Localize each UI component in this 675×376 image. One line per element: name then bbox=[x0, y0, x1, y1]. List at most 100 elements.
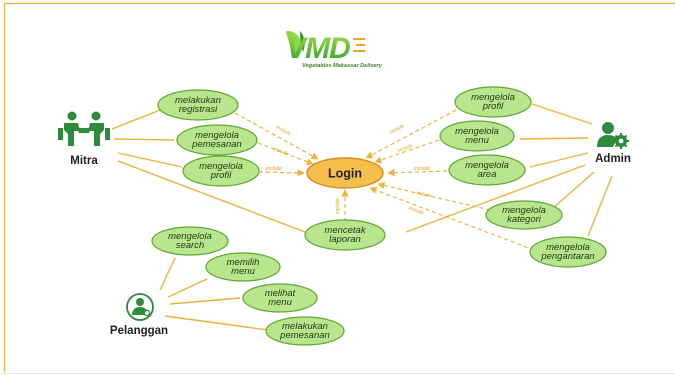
actor-mitra: Mitra bbox=[58, 111, 110, 167]
include-line bbox=[257, 142, 314, 166]
include-line bbox=[369, 186, 535, 251]
usecase-label: pemesanan bbox=[279, 330, 330, 341]
include-label: include bbox=[414, 166, 430, 172]
usecase-mengelola-profil-mitra: mengelola profil bbox=[182, 155, 260, 187]
customer-icon bbox=[126, 293, 154, 321]
usecase-label: mengelola bbox=[195, 130, 239, 141]
usecase-ellipse bbox=[242, 283, 318, 313]
actor-label: Mitra bbox=[70, 155, 98, 167]
usecase-ellipse bbox=[448, 154, 526, 186]
association-line bbox=[405, 164, 586, 233]
usecase-label: pemesanan bbox=[191, 139, 242, 150]
usecase-mengelola-kategori: mengelola kategori bbox=[485, 200, 563, 230]
association-line bbox=[167, 278, 208, 298]
include-line bbox=[234, 112, 319, 160]
usecase-label: kategori bbox=[507, 214, 542, 225]
usecase-label: menu bbox=[268, 297, 292, 308]
logo-wordmark: VMD bbox=[286, 32, 350, 65]
association-line bbox=[113, 138, 175, 141]
usecase-mengelola-area: mengelola area bbox=[448, 154, 526, 186]
usecase-mengelola-pemesanan: mengelola pemesanan bbox=[176, 124, 258, 156]
association-line bbox=[529, 152, 589, 168]
usecase-label: profil bbox=[482, 101, 504, 112]
association-line bbox=[111, 109, 161, 130]
actor-admin: Admin bbox=[595, 122, 631, 165]
usecase-ellipse bbox=[529, 236, 607, 268]
include-label: include bbox=[407, 205, 424, 216]
usecase-label: laporan bbox=[329, 234, 361, 245]
usecase-label: mengelola bbox=[546, 242, 590, 253]
include-lines bbox=[234, 109, 535, 251]
association-line bbox=[159, 257, 176, 291]
logo-leaf-shape bbox=[300, 31, 305, 52]
usecase-mengelola-pengantaran: mengelola pengantaran bbox=[529, 236, 607, 268]
usecase-melihat-menu: melihat menu bbox=[242, 283, 318, 313]
usecase-label: mengelola bbox=[168, 231, 212, 242]
association-line bbox=[169, 297, 241, 305]
usecase-ellipse bbox=[205, 252, 281, 282]
usecase-melakukan-pemesanan: melakukan pemesanan bbox=[265, 316, 345, 346]
actor-pelanggan: Pelanggan bbox=[110, 293, 168, 337]
association-lines bbox=[111, 103, 613, 331]
include-label: include bbox=[275, 125, 292, 138]
usecase-label: melakukan bbox=[282, 321, 328, 332]
usecase-label: registrasi bbox=[179, 104, 218, 115]
usecase-ellipse bbox=[304, 219, 386, 251]
logo-tagline: Vegetables Makassar Delivery bbox=[302, 63, 383, 69]
usecase-ellipse bbox=[182, 155, 260, 187]
association-line bbox=[552, 171, 595, 209]
actor-label: Admin bbox=[595, 153, 631, 165]
usecase-mengelola-profil-admin: mengelola profil bbox=[454, 86, 532, 118]
usecase-label: mengelola bbox=[502, 205, 546, 216]
association-line bbox=[587, 175, 613, 237]
association-line bbox=[531, 103, 593, 125]
include-label: include bbox=[388, 123, 405, 136]
actor-label: Pelanggan bbox=[110, 325, 168, 337]
admin-gear-icon bbox=[597, 122, 629, 149]
include-label: include bbox=[397, 143, 414, 154]
usecase-label: menu bbox=[465, 135, 489, 146]
include-line bbox=[374, 139, 440, 164]
usecase-label: menu bbox=[231, 266, 255, 277]
vmd-logo: VMD Vegetables Makassar Delivery bbox=[286, 30, 383, 69]
logo-leaf-shape bbox=[286, 30, 302, 59]
usecase-ellipse bbox=[151, 226, 229, 256]
usecase-ellipse bbox=[157, 89, 239, 121]
include-line bbox=[365, 109, 457, 159]
usecase-label: melihat bbox=[265, 288, 296, 299]
handshake-icon bbox=[58, 111, 110, 146]
include-line bbox=[387, 169, 448, 177]
usecase-label: memilih bbox=[227, 257, 260, 268]
usecase-label: mengelola bbox=[471, 92, 515, 103]
logo-speed-line bbox=[353, 50, 365, 52]
logo-speed-line bbox=[356, 44, 365, 46]
usecase-label: profil bbox=[210, 170, 232, 181]
association-line bbox=[519, 137, 589, 140]
usecase-label: area bbox=[477, 169, 496, 180]
usecase-ellipse bbox=[439, 120, 515, 152]
usecase-mengelola-menu: mengelola menu bbox=[439, 120, 515, 152]
usecase-label: pengantaran bbox=[540, 251, 594, 262]
logo-speed-line bbox=[353, 38, 365, 40]
usecase-mengelola-search: mengelola search bbox=[151, 226, 229, 256]
usecase-label: mengelola bbox=[455, 126, 499, 137]
include-label: include bbox=[272, 146, 289, 157]
usecase-ellipse bbox=[454, 86, 532, 118]
include-line bbox=[258, 169, 305, 177]
include-label: include bbox=[266, 166, 282, 172]
association-line bbox=[117, 152, 183, 168]
usecase-label: mengelola bbox=[199, 161, 243, 172]
usecase-ellipse bbox=[265, 316, 345, 346]
include-label: include bbox=[335, 198, 341, 214]
usecase-melakukan-registrasi: melakukan registrasi bbox=[157, 89, 239, 121]
usecase-mencetak-laporan: mencetak laporan bbox=[304, 219, 386, 251]
usecase-label: search bbox=[176, 240, 205, 251]
association-line bbox=[164, 315, 269, 331]
login-ellipse bbox=[306, 157, 384, 189]
usecase-label: mengelola bbox=[465, 160, 509, 171]
usecase-label: mencetak bbox=[324, 225, 366, 236]
include-label: include bbox=[416, 190, 433, 199]
usecase-ellipse bbox=[485, 200, 563, 230]
